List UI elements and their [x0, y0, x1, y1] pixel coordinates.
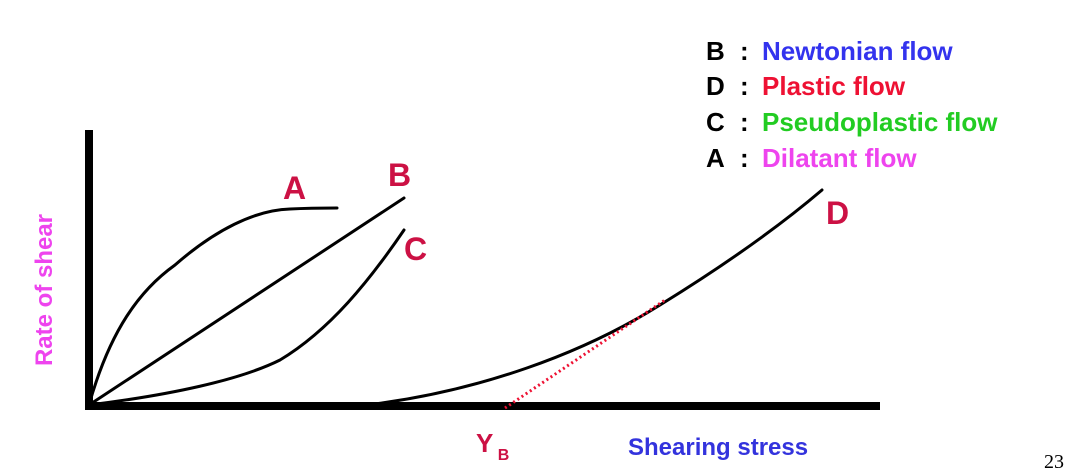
curve-label-b: B — [388, 157, 411, 193]
curve-d-plastic — [373, 188, 824, 406]
yield-letter: Y — [476, 428, 493, 458]
curve-label-d: D — [826, 195, 849, 231]
curve-b-newtonian — [87, 196, 406, 407]
legend-separator: : — [740, 107, 749, 137]
legend-key: C — [706, 107, 725, 137]
legend-item-dilatant: A : Dilatant flow — [706, 143, 917, 173]
x-axis-title: Shearing stress — [628, 434, 808, 461]
page-number: 23 — [1044, 451, 1064, 471]
legend-key: A — [706, 143, 725, 173]
legend-label: Newtonian flow — [762, 36, 953, 66]
yield-extrapolation-line — [504, 298, 666, 410]
curve-a-dilatant — [87, 206, 339, 407]
yield-value-label: Y B — [476, 428, 509, 464]
legend-key: D — [706, 71, 725, 101]
legend-label: Plastic flow — [762, 71, 906, 101]
legend-label: Dilatant flow — [762, 143, 917, 173]
legend-label: Pseudoplastic flow — [762, 107, 998, 137]
curve-label-a: A — [283, 170, 306, 206]
curve-c-pseudoplastic — [87, 228, 406, 407]
legend-item-plastic: D : Plastic flow — [706, 71, 906, 101]
legend-item-newtonian: B : Newtonian flow — [706, 36, 953, 66]
legend-item-pseudoplastic: C : Pseudoplastic flow — [706, 107, 998, 137]
yield-subscript: B — [498, 447, 510, 464]
y-axis-title: Rate of shear — [31, 214, 58, 366]
legend-separator: : — [740, 143, 749, 173]
legend: B : Newtonian flow D : Plastic flow C : … — [706, 36, 998, 173]
legend-separator: : — [740, 71, 749, 101]
legend-separator: : — [740, 36, 749, 66]
curve-label-c: C — [404, 231, 427, 267]
legend-key: B — [706, 36, 725, 66]
